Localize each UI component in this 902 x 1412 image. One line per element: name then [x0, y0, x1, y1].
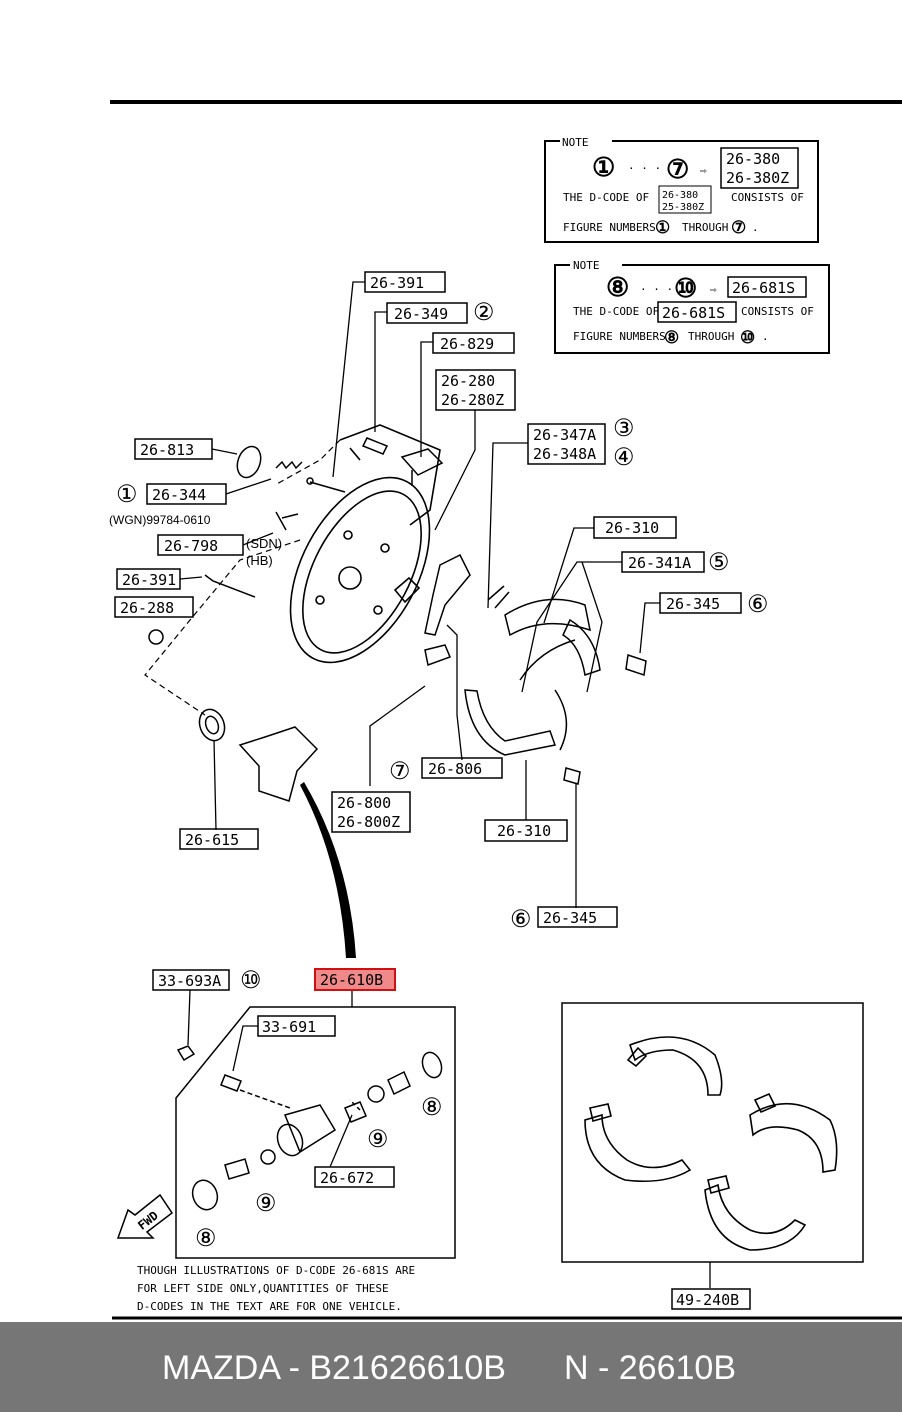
shoe-set-group: 49-240B [561, 1002, 864, 1310]
note-2-line2-post: CONSISTS OF [741, 305, 814, 318]
label-hb: (HB) [246, 553, 273, 568]
ref-num-6-top: ⑥ [747, 590, 769, 618]
note-1-heading: NOTE [562, 136, 589, 149]
label-26-345-bottom: 26-345 [543, 909, 597, 927]
note-1-line3-to: ⑦ [731, 218, 746, 238]
label-sdn: (SDN) [246, 536, 282, 551]
note-2-line2-code: 26-681S [662, 304, 725, 322]
label-26-341a: 26-341A [628, 554, 691, 572]
fwd-arrow: FWD [116, 1193, 174, 1239]
note-1-to: ⑦ [666, 155, 689, 185]
ref-num-8-left: ⑧ [195, 1224, 217, 1252]
label-26-310-top: 26-310 [605, 519, 659, 537]
quantity-note-line-2: FOR LEFT SIDE ONLY,QUANTITIES OF THESE [137, 1282, 389, 1295]
note-box-1: NOTE ① · · · ⑦ ⇨ 26-380 26-380Z THE D-CO… [544, 133, 819, 243]
wheel-cylinder-group: 33-693A ⑩ 26-610B 33-691 ⑧ ⑨ 26-67 [116, 966, 456, 1259]
ref-num-5: ⑤ [708, 548, 730, 576]
quantity-note-line-3: D-CODES IN THE TEXT ARE FOR ONE VEHICLE. [137, 1300, 402, 1313]
note-2-heading: NOTE [573, 259, 600, 272]
note-2-line3-to: ⑩ [740, 328, 755, 348]
label-26-344: 26-344 [152, 486, 206, 504]
note-2-arrow: ⇨ [710, 283, 717, 296]
label-26-813: 26-813 [140, 441, 194, 459]
note-1-from: ① [592, 153, 615, 183]
part-info-footer: MAZDA - B21626610B N - 26610B [0, 1322, 902, 1412]
label-26-798: 26-798 [164, 537, 218, 555]
note-1-code-a: 26-380 [726, 150, 780, 168]
dashed-leader-lines [144, 439, 341, 716]
note-1-line3-mid: THROUGH [682, 221, 728, 234]
quantity-note-line-1: THOUGH ILLUSTRATIONS OF D-CODE 26-681S A… [137, 1264, 415, 1277]
label-26-829: 26-829 [440, 335, 494, 353]
leader-lines [179, 281, 660, 908]
backing-plate-illustration [289, 424, 441, 664]
footer-part-number: N - 26610B [564, 1349, 736, 1387]
label-26-391-top: 26-391 [370, 274, 424, 292]
note-1-line2-code-b: 25-380Z [662, 202, 704, 213]
note-2-line3-end: . [762, 330, 769, 343]
note-1-line3-pre: FIGURE NUMBERS [563, 221, 656, 234]
label-26-347a: 26-347A [533, 426, 596, 444]
ref-num-9-right: ⑨ [367, 1125, 389, 1153]
note-1-line2-code-a: 26-380 [662, 190, 698, 201]
label-wgn: (WGN)99784-0610 [109, 513, 211, 527]
note-2-from: ⑧ [606, 273, 629, 303]
ref-num-4: ④ [613, 443, 635, 471]
label-26-280: 26-280 [441, 372, 495, 390]
note-1-dots: · · · [628, 162, 661, 175]
ref-num-10: ⑩ [240, 966, 262, 994]
label-26-800z: 26-800Z [337, 813, 400, 831]
label-26-345-top: 26-345 [666, 595, 720, 613]
parts-diagram: NOTE ① · · · ⑦ ⇨ 26-380 26-380Z THE D-CO… [109, 100, 902, 1320]
ref-num-8-right: ⑧ [421, 1093, 443, 1121]
label-26-288: 26-288 [120, 599, 174, 617]
footer-part-reference: MAZDA - B21626610B [162, 1349, 506, 1387]
ref-num-9-left: ⑨ [255, 1189, 277, 1217]
note-2-line2-pre: THE D-CODE OF [573, 305, 659, 318]
label-26-310-bottom: 26-310 [497, 822, 551, 840]
quantity-note: THOUGH ILLUSTRATIONS OF D-CODE 26-681S A… [137, 1264, 415, 1313]
note-1-line2-post: CONSISTS OF [731, 191, 804, 204]
note-2-to: ⑩ [674, 274, 697, 304]
cylinder-pointer-arrow [300, 782, 356, 958]
label-26-349: 26-349 [394, 305, 448, 323]
note-box-2: NOTE ⑧ · · · ⑩ ⇨ 26-681S THE D-CODE OF 2… [554, 257, 830, 354]
note-2-code: 26-681S [732, 279, 795, 297]
note-2-line3-from: ⑧ [664, 328, 679, 348]
label-26-800: 26-800 [337, 794, 391, 812]
note-1-code-b: 26-380Z [726, 169, 789, 187]
upper-part-labels: 26-391 26-349 ② 26-829 26-280 26-280Z 26… [109, 271, 769, 933]
label-49-240b: 49-240B [676, 1291, 739, 1309]
note-2-dots: · · · [640, 283, 673, 296]
label-26-348a: 26-348A [533, 445, 596, 463]
label-33-693a: 33-693A [158, 972, 221, 990]
label-26-610b: 26-610B [320, 971, 383, 989]
hardware-illustration [148, 437, 647, 802]
label-26-280z: 26-280Z [441, 391, 504, 409]
note-1-arrow: ⇨ [700, 164, 707, 177]
note-1-line3-end: . [752, 221, 759, 234]
label-26-391-left: 26-391 [122, 571, 176, 589]
ref-num-3: ③ [613, 414, 635, 442]
note-1-line3-from: ① [655, 218, 670, 238]
label-26-806: 26-806 [428, 760, 482, 778]
ref-num-2: ② [473, 298, 495, 326]
note-1-line2-pre: THE D-CODE OF [563, 191, 649, 204]
label-33-691: 33-691 [262, 1018, 316, 1036]
ref-num-6-bottom: ⑥ [510, 905, 532, 933]
ref-num-1: ① [116, 480, 138, 508]
label-26-615: 26-615 [185, 831, 239, 849]
note-2-line3-pre: FIGURE NUMBERS [573, 330, 666, 343]
label-26-672: 26-672 [320, 1169, 374, 1187]
ref-num-7: ⑦ [389, 757, 411, 785]
note-2-line3-mid: THROUGH [688, 330, 734, 343]
highlight-box-26-610b [314, 968, 396, 991]
